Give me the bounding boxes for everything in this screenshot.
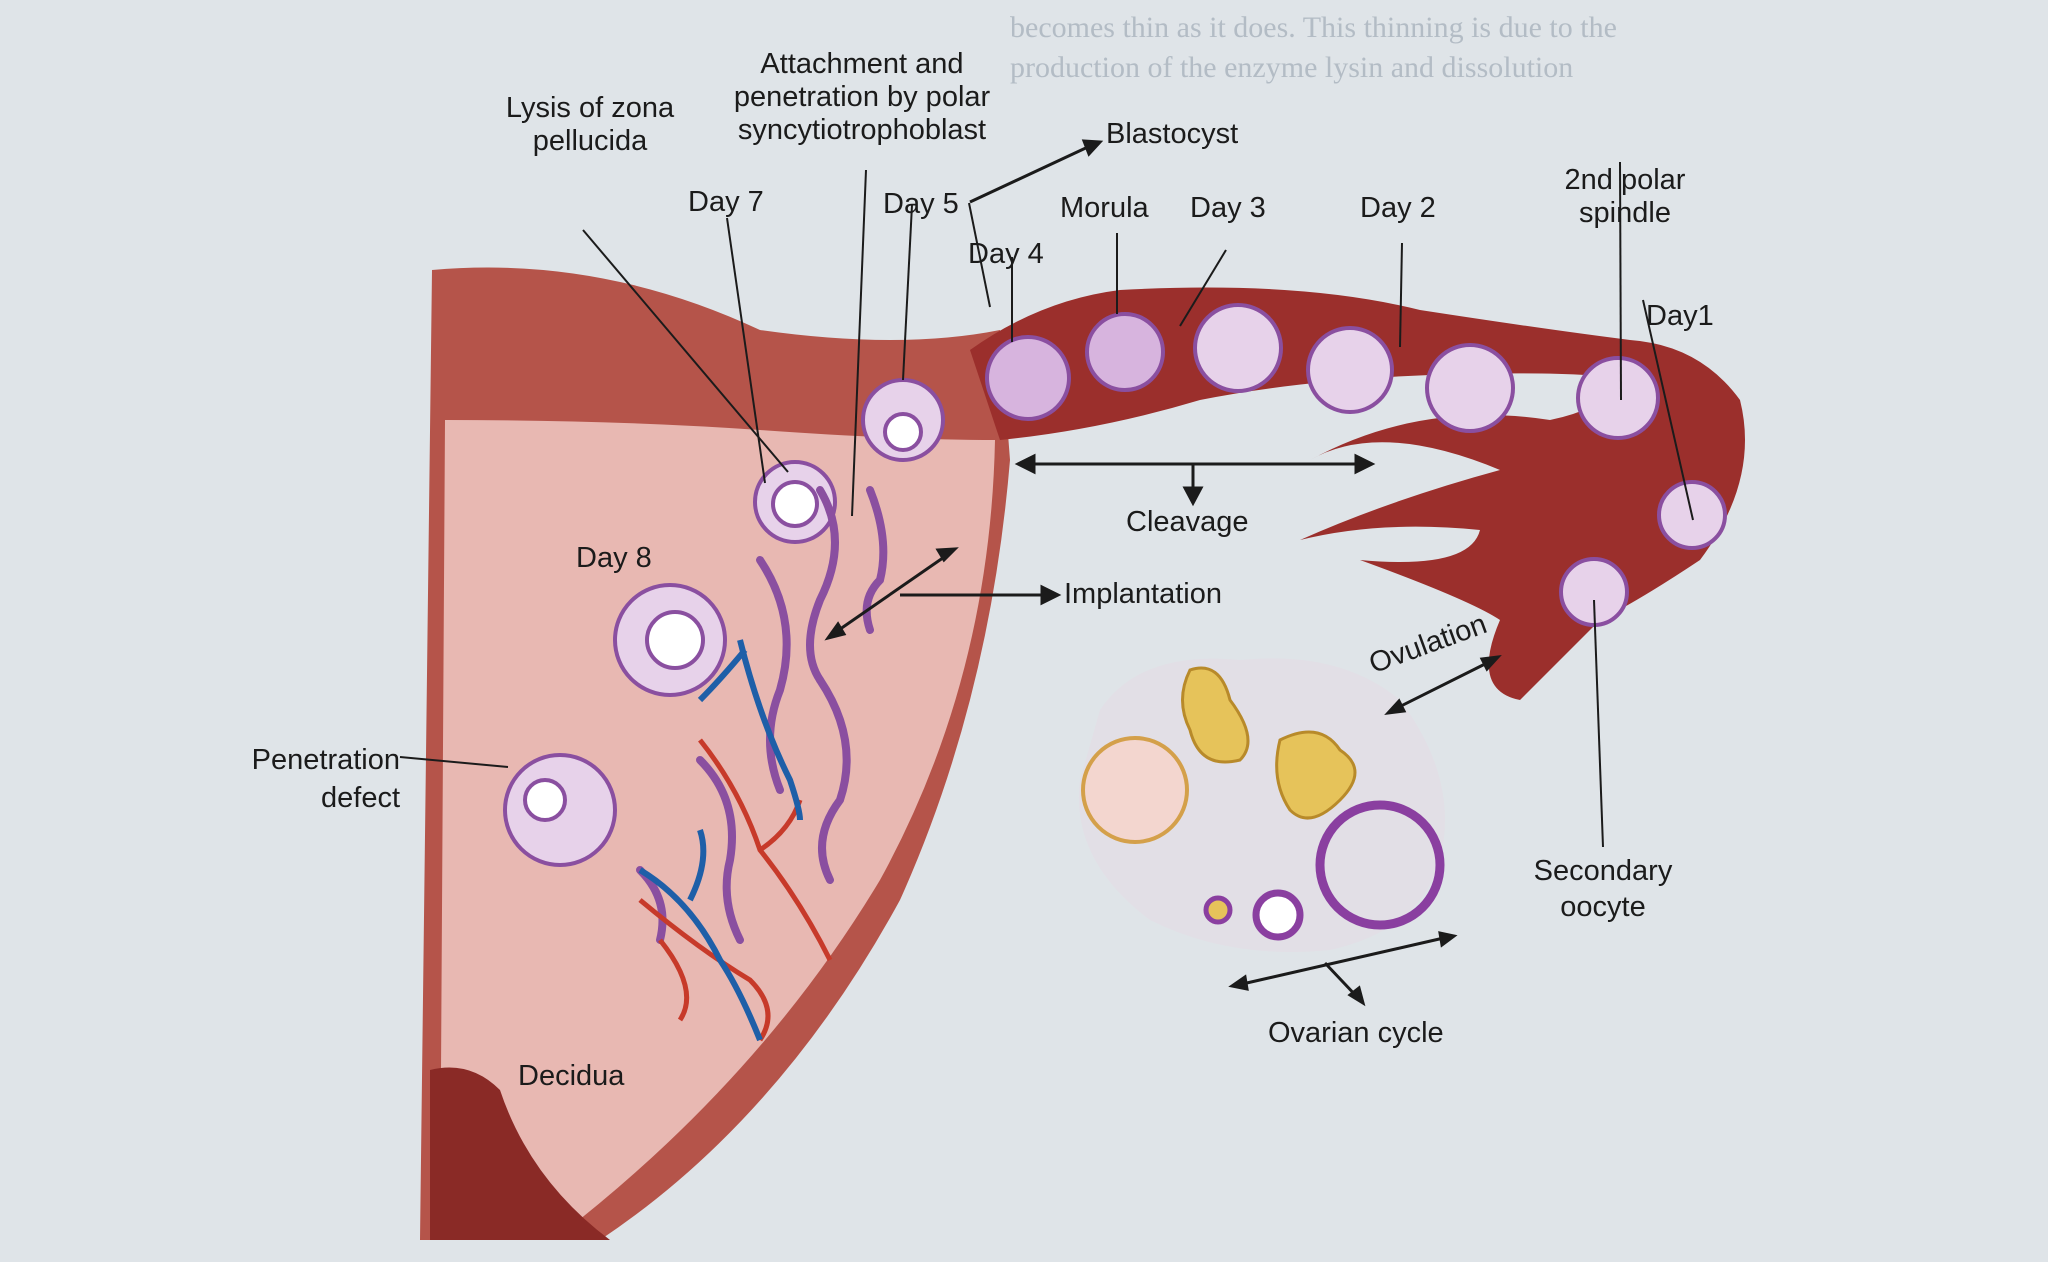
label-blastocyst: Blastocyst xyxy=(1106,118,1239,150)
label-day5: Day 5 xyxy=(883,188,959,220)
ovary xyxy=(1078,658,1445,952)
blastocyst-day7 xyxy=(753,460,837,544)
arrows xyxy=(824,139,1502,1007)
label-morula: Morula xyxy=(1060,192,1149,224)
label-ovarian-cycle: Ovarian cycle xyxy=(1268,1017,1444,1049)
label-day3: Day 3 xyxy=(1190,192,1266,224)
graafian-follicle xyxy=(1315,800,1445,930)
morula xyxy=(985,312,1165,421)
decidua-base xyxy=(430,1067,610,1240)
label-decidua: Decidua xyxy=(518,1060,625,1092)
label-day1: Day1 xyxy=(1646,300,1714,332)
corpus-luteum-2 xyxy=(1275,730,1357,820)
label-day8: Day 8 xyxy=(576,542,652,574)
corpus-luteum xyxy=(1181,666,1250,764)
label-day7: Day 7 xyxy=(688,186,764,218)
label-2nd-polar-spindle: 2nd polar spindle xyxy=(1564,164,1686,229)
ovarian-follicle xyxy=(1081,736,1189,844)
embryo-day2 xyxy=(1306,326,1515,433)
implanted-embryo xyxy=(503,753,617,867)
uterine-glands xyxy=(636,486,888,944)
background-page-text: production of the enzyme lysin and disso… xyxy=(1010,51,1574,84)
small-follicle xyxy=(1252,889,1304,941)
label-day2: Day 2 xyxy=(1360,192,1436,224)
embryo-day3 xyxy=(1193,303,1283,393)
blastocyst-day5 xyxy=(861,378,945,462)
label-attachment-penetration: Attachment and penetration by polar sync… xyxy=(733,48,991,146)
maternal-veins xyxy=(638,639,803,1042)
small-follicle xyxy=(1203,895,1233,925)
leader-lines xyxy=(399,161,1694,848)
decidua xyxy=(440,420,995,1235)
label-implantation: Implantation xyxy=(1064,578,1222,610)
label-penetration-defect: Penetration defect xyxy=(251,744,400,814)
label-cleavage: Cleavage xyxy=(1126,506,1249,538)
label-secondary-oocyte: Secondary oocyte xyxy=(1533,855,1673,923)
background-page-text: becomes thin as it does. This thinning i… xyxy=(1010,11,1617,44)
label-day4: Day 4 xyxy=(968,238,1044,270)
maternal-arteries xyxy=(638,738,833,1042)
label-lysis-of-zona-pellucida: Lysis of zona pellucida xyxy=(505,92,675,157)
embryo-day8 xyxy=(613,583,727,697)
fallopian-tube xyxy=(970,287,1745,700)
